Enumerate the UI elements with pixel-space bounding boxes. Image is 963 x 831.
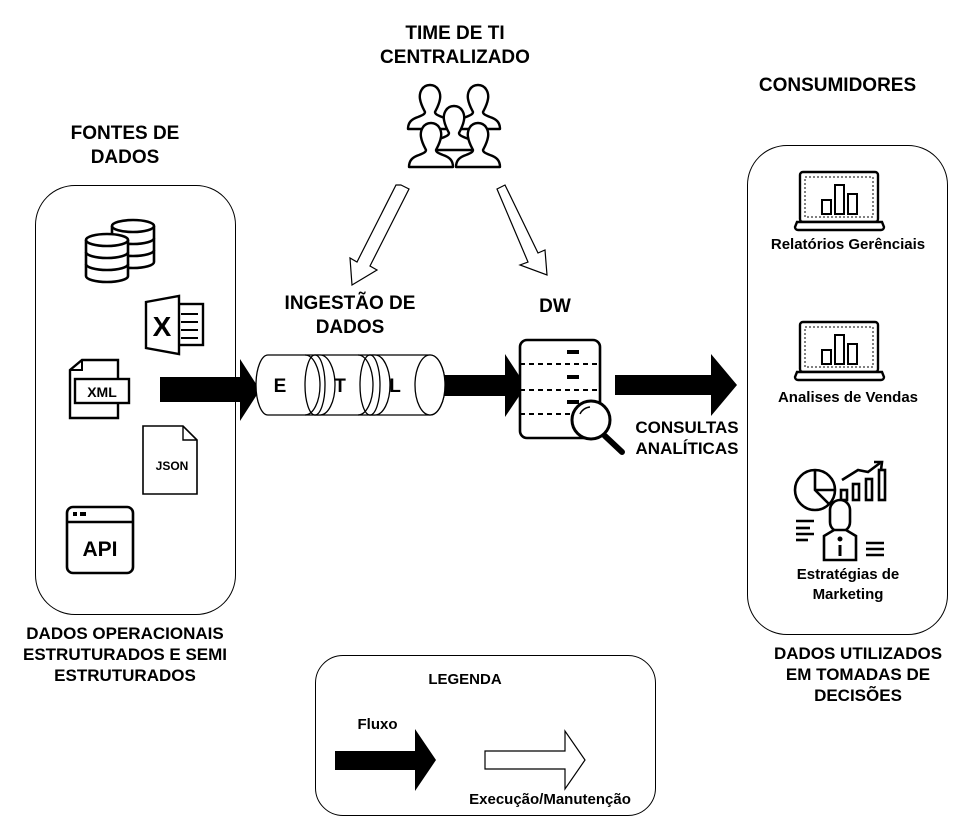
sources-caption: DADOS OPERACIONAIS ESTRUTURADOS E SEMI E… [22, 624, 228, 685]
consumer-item-reports: Relatórios Gerênciais [770, 236, 926, 253]
legend-execution-label: Execução/Manutenção [469, 791, 631, 808]
database-icon [84, 218, 156, 284]
consumers-title: CONSUMIDORES [758, 75, 917, 96]
json-file-icon: JSON [142, 425, 198, 495]
excel-icon: X [144, 294, 205, 356]
marketing-strategy-icon [793, 460, 887, 562]
consumers-caption: DADOS UTILIZADOS EM TOMADAS DE DECISÕES [773, 644, 943, 705]
legend-flow-arrow [335, 729, 436, 791]
consumer-item-sales: Analises de Vendas [777, 389, 919, 406]
legend-flow-label: Fluxo [357, 716, 398, 733]
svg-text:XML: XML [87, 384, 117, 400]
data-warehouse-server-icon [518, 338, 625, 455]
svg-text:X: X [153, 311, 172, 342]
flow-arrow-dw-to-consumers [615, 354, 737, 416]
flow-arrow-etl-to-dw [425, 354, 526, 417]
analytic-queries-label: CONSULTAS ANALÍTICAS [635, 418, 739, 458]
ingestion-title: INGESTÃO DE DADOS [284, 293, 416, 338]
svg-text:API: API [82, 538, 117, 561]
svg-text:JSON: JSON [156, 459, 189, 473]
legend-title: LEGENDA [428, 671, 502, 688]
xml-file-icon: XML [68, 358, 131, 420]
consumers-container [747, 145, 948, 635]
etl-extract-label: E [274, 376, 287, 397]
flow-arrow-sources-to-etl [160, 359, 260, 421]
execution-arrow-to-etl [349, 184, 410, 287]
laptop-chart-icon [793, 320, 886, 382]
etl-pipeline [255, 354, 446, 416]
api-window-icon: API [65, 505, 135, 575]
consumer-item-marketing: Estratégias de Marketing [796, 566, 900, 603]
legend-execution-arrow [484, 729, 586, 791]
execution-arrow-to-dw [496, 184, 548, 276]
etl-transform-label: T [334, 376, 346, 397]
etl-load-label: L [389, 376, 401, 397]
legend-container [315, 655, 656, 816]
laptop-chart-icon [793, 170, 886, 232]
sources-title: FONTES DE DADOS [70, 123, 180, 168]
dw-title: DW [539, 296, 571, 317]
team-title: TIME DE TI CENTRALIZADO [380, 23, 530, 68]
people-group-icon [406, 83, 502, 169]
